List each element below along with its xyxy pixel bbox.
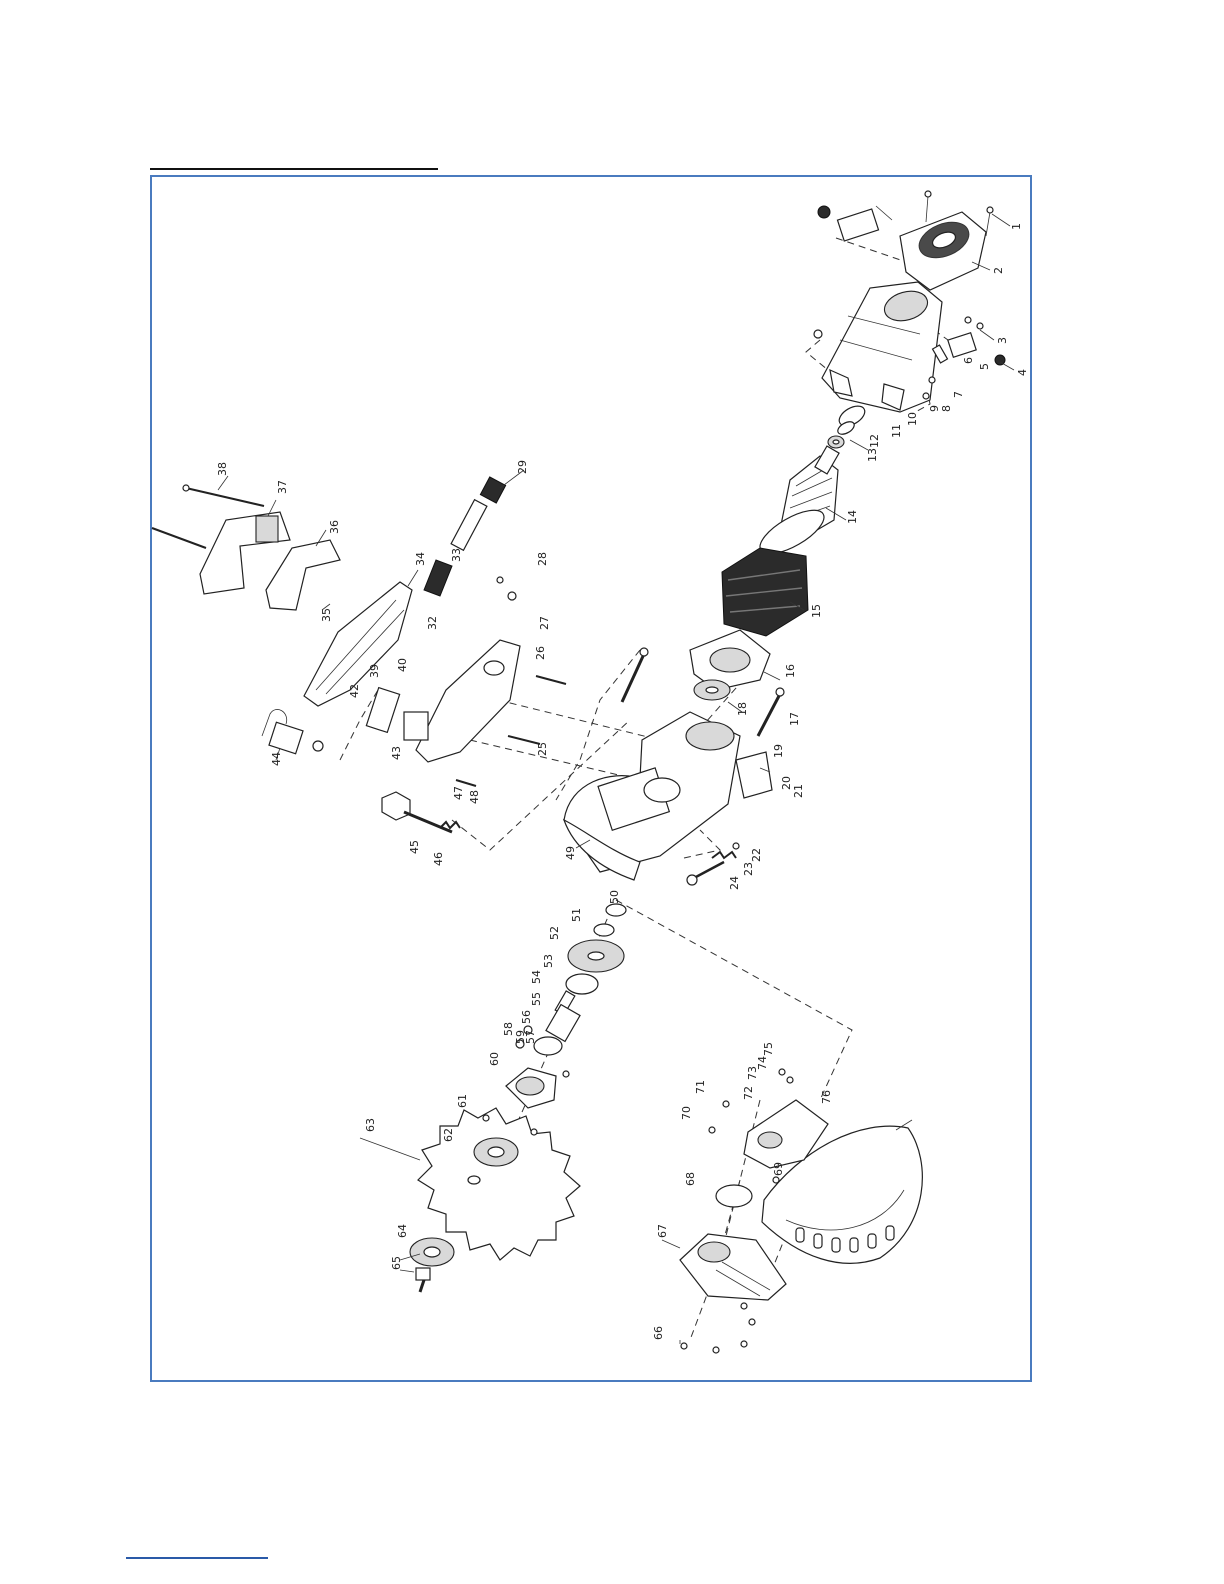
- switch-42-43: [366, 688, 428, 740]
- motor-end-cap: [900, 212, 986, 290]
- part-label: 72: [742, 1086, 755, 1100]
- part-label: 2: [992, 267, 1005, 274]
- part-label: 17: [788, 712, 801, 726]
- motor-housing: [822, 282, 942, 412]
- part-label: 40: [396, 658, 409, 672]
- part-label: 65: [390, 1256, 403, 1270]
- part-label: 8: [940, 405, 953, 412]
- part-label: 47: [452, 786, 465, 800]
- part-label: 10: [906, 412, 919, 426]
- cord-29: [451, 477, 506, 550]
- part-label: 22: [750, 848, 763, 862]
- part-label: 74: [756, 1056, 769, 1070]
- part-label: 23: [742, 862, 755, 876]
- knob-45-46: [382, 792, 460, 832]
- part-label: 48: [468, 790, 481, 804]
- part-label: 21: [792, 784, 805, 798]
- stator: [722, 548, 808, 636]
- outer-flange-63: [410, 1238, 454, 1266]
- part-label: 12: [868, 434, 881, 448]
- part-label: 67: [656, 1224, 669, 1238]
- handle-right-half: [416, 640, 520, 762]
- part-label: 36: [328, 520, 341, 534]
- part-label: 76: [820, 1090, 833, 1104]
- part-label: 61: [456, 1094, 469, 1108]
- part-label: 14: [846, 510, 859, 524]
- part-label: 13: [866, 448, 879, 462]
- part-label: 11: [890, 424, 903, 438]
- part-label: 53: [542, 954, 555, 968]
- part-label: 71: [694, 1080, 707, 1094]
- part-label: 25: [536, 742, 549, 756]
- part-label: 50: [608, 890, 621, 904]
- part-label: 7: [952, 391, 965, 398]
- part-label: 54: [530, 970, 543, 984]
- part-label: 52: [548, 926, 561, 940]
- guard-hub-66: [680, 1234, 786, 1300]
- bearing-housing-59: [506, 1068, 556, 1108]
- armature: [754, 446, 839, 562]
- blade-bolt-64: [416, 1268, 430, 1292]
- part-label: 16: [784, 664, 797, 678]
- trigger-switch-36: [266, 540, 340, 610]
- part-label: 42: [348, 684, 361, 698]
- part-label: 6: [962, 357, 975, 364]
- part-label: 70: [680, 1106, 693, 1120]
- part-label: 35: [320, 608, 333, 622]
- main-housing: [564, 712, 772, 880]
- brush-holder-left: [818, 206, 892, 241]
- part-label: 26: [534, 646, 547, 660]
- padlock-44: [262, 709, 323, 753]
- part-label: 32: [426, 616, 439, 630]
- part-label: 18: [736, 702, 749, 716]
- washer-18: [694, 680, 730, 700]
- part-label: 51: [570, 908, 583, 922]
- part-label: 46: [432, 852, 445, 866]
- part-label: 24: [728, 876, 741, 890]
- part-label: 59: [514, 1030, 527, 1044]
- part-label: 66: [652, 1326, 665, 1340]
- part-label: 29: [516, 460, 529, 474]
- part-label: 1: [1010, 223, 1023, 230]
- part-label: 15: [810, 604, 823, 618]
- footer-underline: [126, 1557, 268, 1559]
- part-label: 9: [928, 405, 941, 412]
- part-label: 44: [270, 752, 283, 766]
- part-label: 62: [442, 1128, 455, 1142]
- part-label: 38: [216, 462, 229, 476]
- part-label: 45: [408, 840, 421, 854]
- part-label: 3: [996, 337, 1009, 344]
- part-label: 4: [1016, 369, 1029, 376]
- part-label: 43: [390, 746, 403, 760]
- part-label: 64: [396, 1224, 409, 1238]
- part-label: 34: [414, 552, 427, 566]
- part-label: 63: [364, 1118, 377, 1132]
- part-label: 39: [368, 664, 381, 678]
- part-label: 19: [772, 744, 785, 758]
- part-label: 27: [538, 616, 551, 630]
- part-label: 60: [488, 1052, 501, 1066]
- part-label: 37: [276, 480, 289, 494]
- part-label: 69: [772, 1162, 785, 1176]
- part-label: 55: [530, 992, 543, 1006]
- part-label: 28: [536, 552, 549, 566]
- cord-sleeve-33: [424, 560, 452, 596]
- bearing-rings: [828, 402, 868, 448]
- part-label: 33: [450, 548, 463, 562]
- part-label: 5: [978, 363, 991, 370]
- retaining-ring-67: [716, 1185, 752, 1207]
- part-label: 68: [684, 1172, 697, 1186]
- part-label: 75: [762, 1042, 775, 1056]
- part-label: 49: [564, 846, 577, 860]
- part-label: 56: [520, 1010, 533, 1024]
- gear-housing-plate: [690, 630, 770, 690]
